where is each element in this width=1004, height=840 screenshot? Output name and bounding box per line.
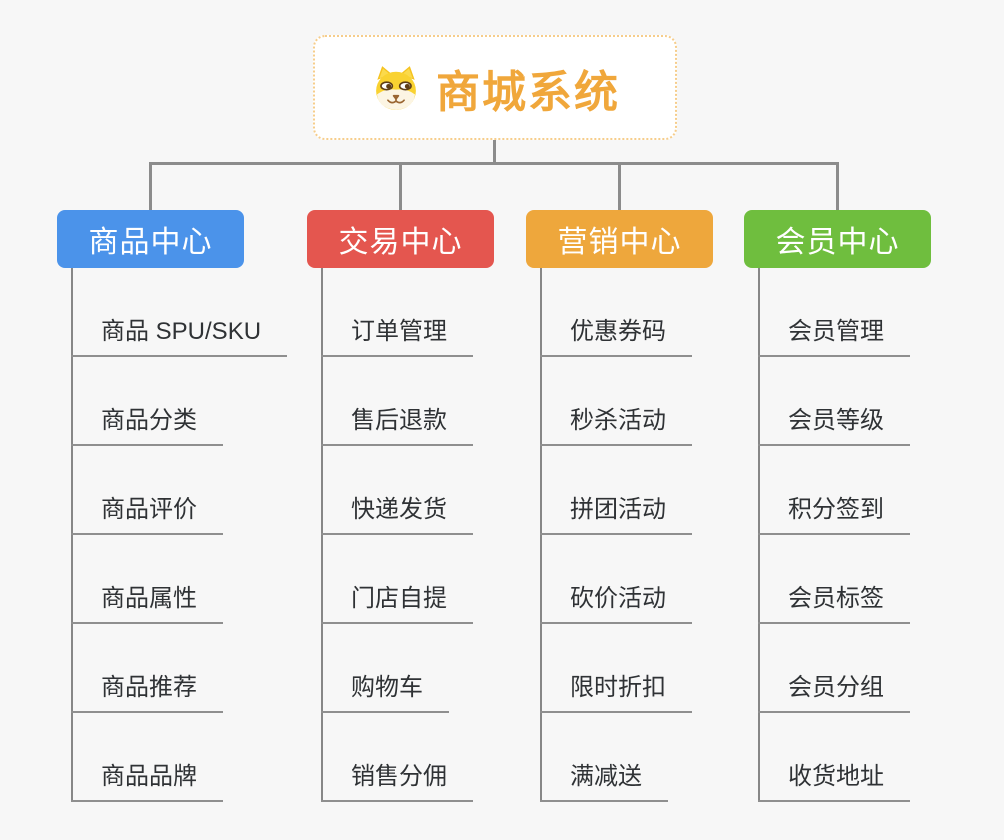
leaf-node[interactable]: 会员标签 [758, 535, 910, 624]
leaf-label: 售后退款 [321, 407, 473, 446]
root-title: 商城系统 [436, 67, 620, 117]
leaf-node[interactable]: 商品推荐 [71, 624, 287, 713]
branch-node-trade[interactable]: 交易中心 [307, 210, 494, 268]
leaf-node[interactable]: 满减送 [540, 713, 692, 802]
leaf-label: 商品属性 [71, 585, 223, 624]
doge-icon [376, 65, 416, 110]
leaf-label: 商品推荐 [71, 674, 223, 713]
leaf-node[interactable]: 拼团活动 [540, 446, 692, 535]
leaf-node[interactable]: 快递发货 [321, 446, 473, 535]
leaf-label: 积分签到 [758, 496, 910, 535]
leaf-label: 限时折扣 [540, 674, 692, 713]
leaf-node[interactable]: 商品属性 [71, 535, 287, 624]
leaf-label: 会员等级 [758, 407, 910, 446]
leaf-node[interactable]: 会员等级 [758, 357, 910, 446]
connector-drop-member [836, 163, 839, 211]
leaf-label: 会员分组 [758, 674, 910, 713]
leaf-node[interactable]: 收货地址 [758, 713, 910, 802]
connector-root-stub [493, 140, 496, 164]
leaf-node[interactable]: 销售分佣 [321, 713, 473, 802]
leaf-node[interactable]: 积分签到 [758, 446, 910, 535]
root-node[interactable]: 商城系统 [313, 35, 677, 140]
leaf-label: 订单管理 [321, 318, 473, 357]
branch-children-member: 会员管理 会员等级 积分签到 会员标签 会员分组 收货地址 [758, 268, 910, 802]
leaf-label: 优惠券码 [540, 318, 692, 357]
leaf-label: 收货地址 [758, 763, 910, 802]
leaf-node[interactable]: 会员分组 [758, 624, 910, 713]
leaf-label: 快递发货 [321, 496, 473, 535]
branch-children-product: 商品 SPU/SKU 商品分类 商品评价 商品属性 商品推荐 商品品牌 [71, 268, 288, 802]
leaf-label: 会员标签 [758, 585, 910, 624]
branch-node-product[interactable]: 商品中心 [57, 210, 244, 268]
branch-node-marketing[interactable]: 营销中心 [526, 210, 713, 268]
leaf-label: 会员管理 [758, 318, 910, 357]
leaf-label: 满减送 [540, 763, 668, 802]
leaf-node[interactable]: 砍价活动 [540, 535, 692, 624]
leaf-label: 商品品牌 [71, 763, 223, 802]
branch-children-marketing: 优惠券码 秒杀活动 拼团活动 砍价活动 限时折扣 满减送 [540, 268, 692, 802]
connector-bus [149, 162, 839, 165]
connector-drop-marketing [618, 163, 621, 211]
leaf-node[interactable]: 秒杀活动 [540, 357, 692, 446]
leaf-node[interactable]: 售后退款 [321, 357, 473, 446]
leaf-node[interactable]: 商品评价 [71, 446, 287, 535]
leaf-label: 砍价活动 [540, 585, 692, 624]
leaf-label: 门店自提 [321, 585, 473, 624]
leaf-node[interactable]: 门店自提 [321, 535, 473, 624]
leaf-label: 商品 SPU/SKU [71, 318, 288, 357]
leaf-node[interactable]: 订单管理 [321, 268, 473, 357]
branch-node-member[interactable]: 会员中心 [744, 210, 931, 268]
leaf-node[interactable]: 商品品牌 [71, 713, 287, 802]
leaf-label: 拼团活动 [540, 496, 692, 535]
leaf-label: 销售分佣 [321, 763, 473, 802]
leaf-label: 购物车 [321, 674, 449, 713]
leaf-label: 秒杀活动 [540, 407, 692, 446]
leaf-label: 商品评价 [71, 496, 223, 535]
connector-drop-product [149, 163, 152, 211]
leaf-node[interactable]: 商品 SPU/SKU [71, 268, 288, 357]
leaf-node[interactable]: 购物车 [321, 624, 473, 713]
leaf-node[interactable]: 限时折扣 [540, 624, 692, 713]
leaf-node[interactable]: 会员管理 [758, 268, 910, 357]
leaf-node[interactable]: 商品分类 [71, 357, 287, 446]
connector-drop-trade [399, 163, 402, 211]
leaf-label: 商品分类 [71, 407, 223, 446]
branch-children-trade: 订单管理 售后退款 快递发货 门店自提 购物车 销售分佣 [321, 268, 473, 802]
leaf-node[interactable]: 优惠券码 [540, 268, 692, 357]
